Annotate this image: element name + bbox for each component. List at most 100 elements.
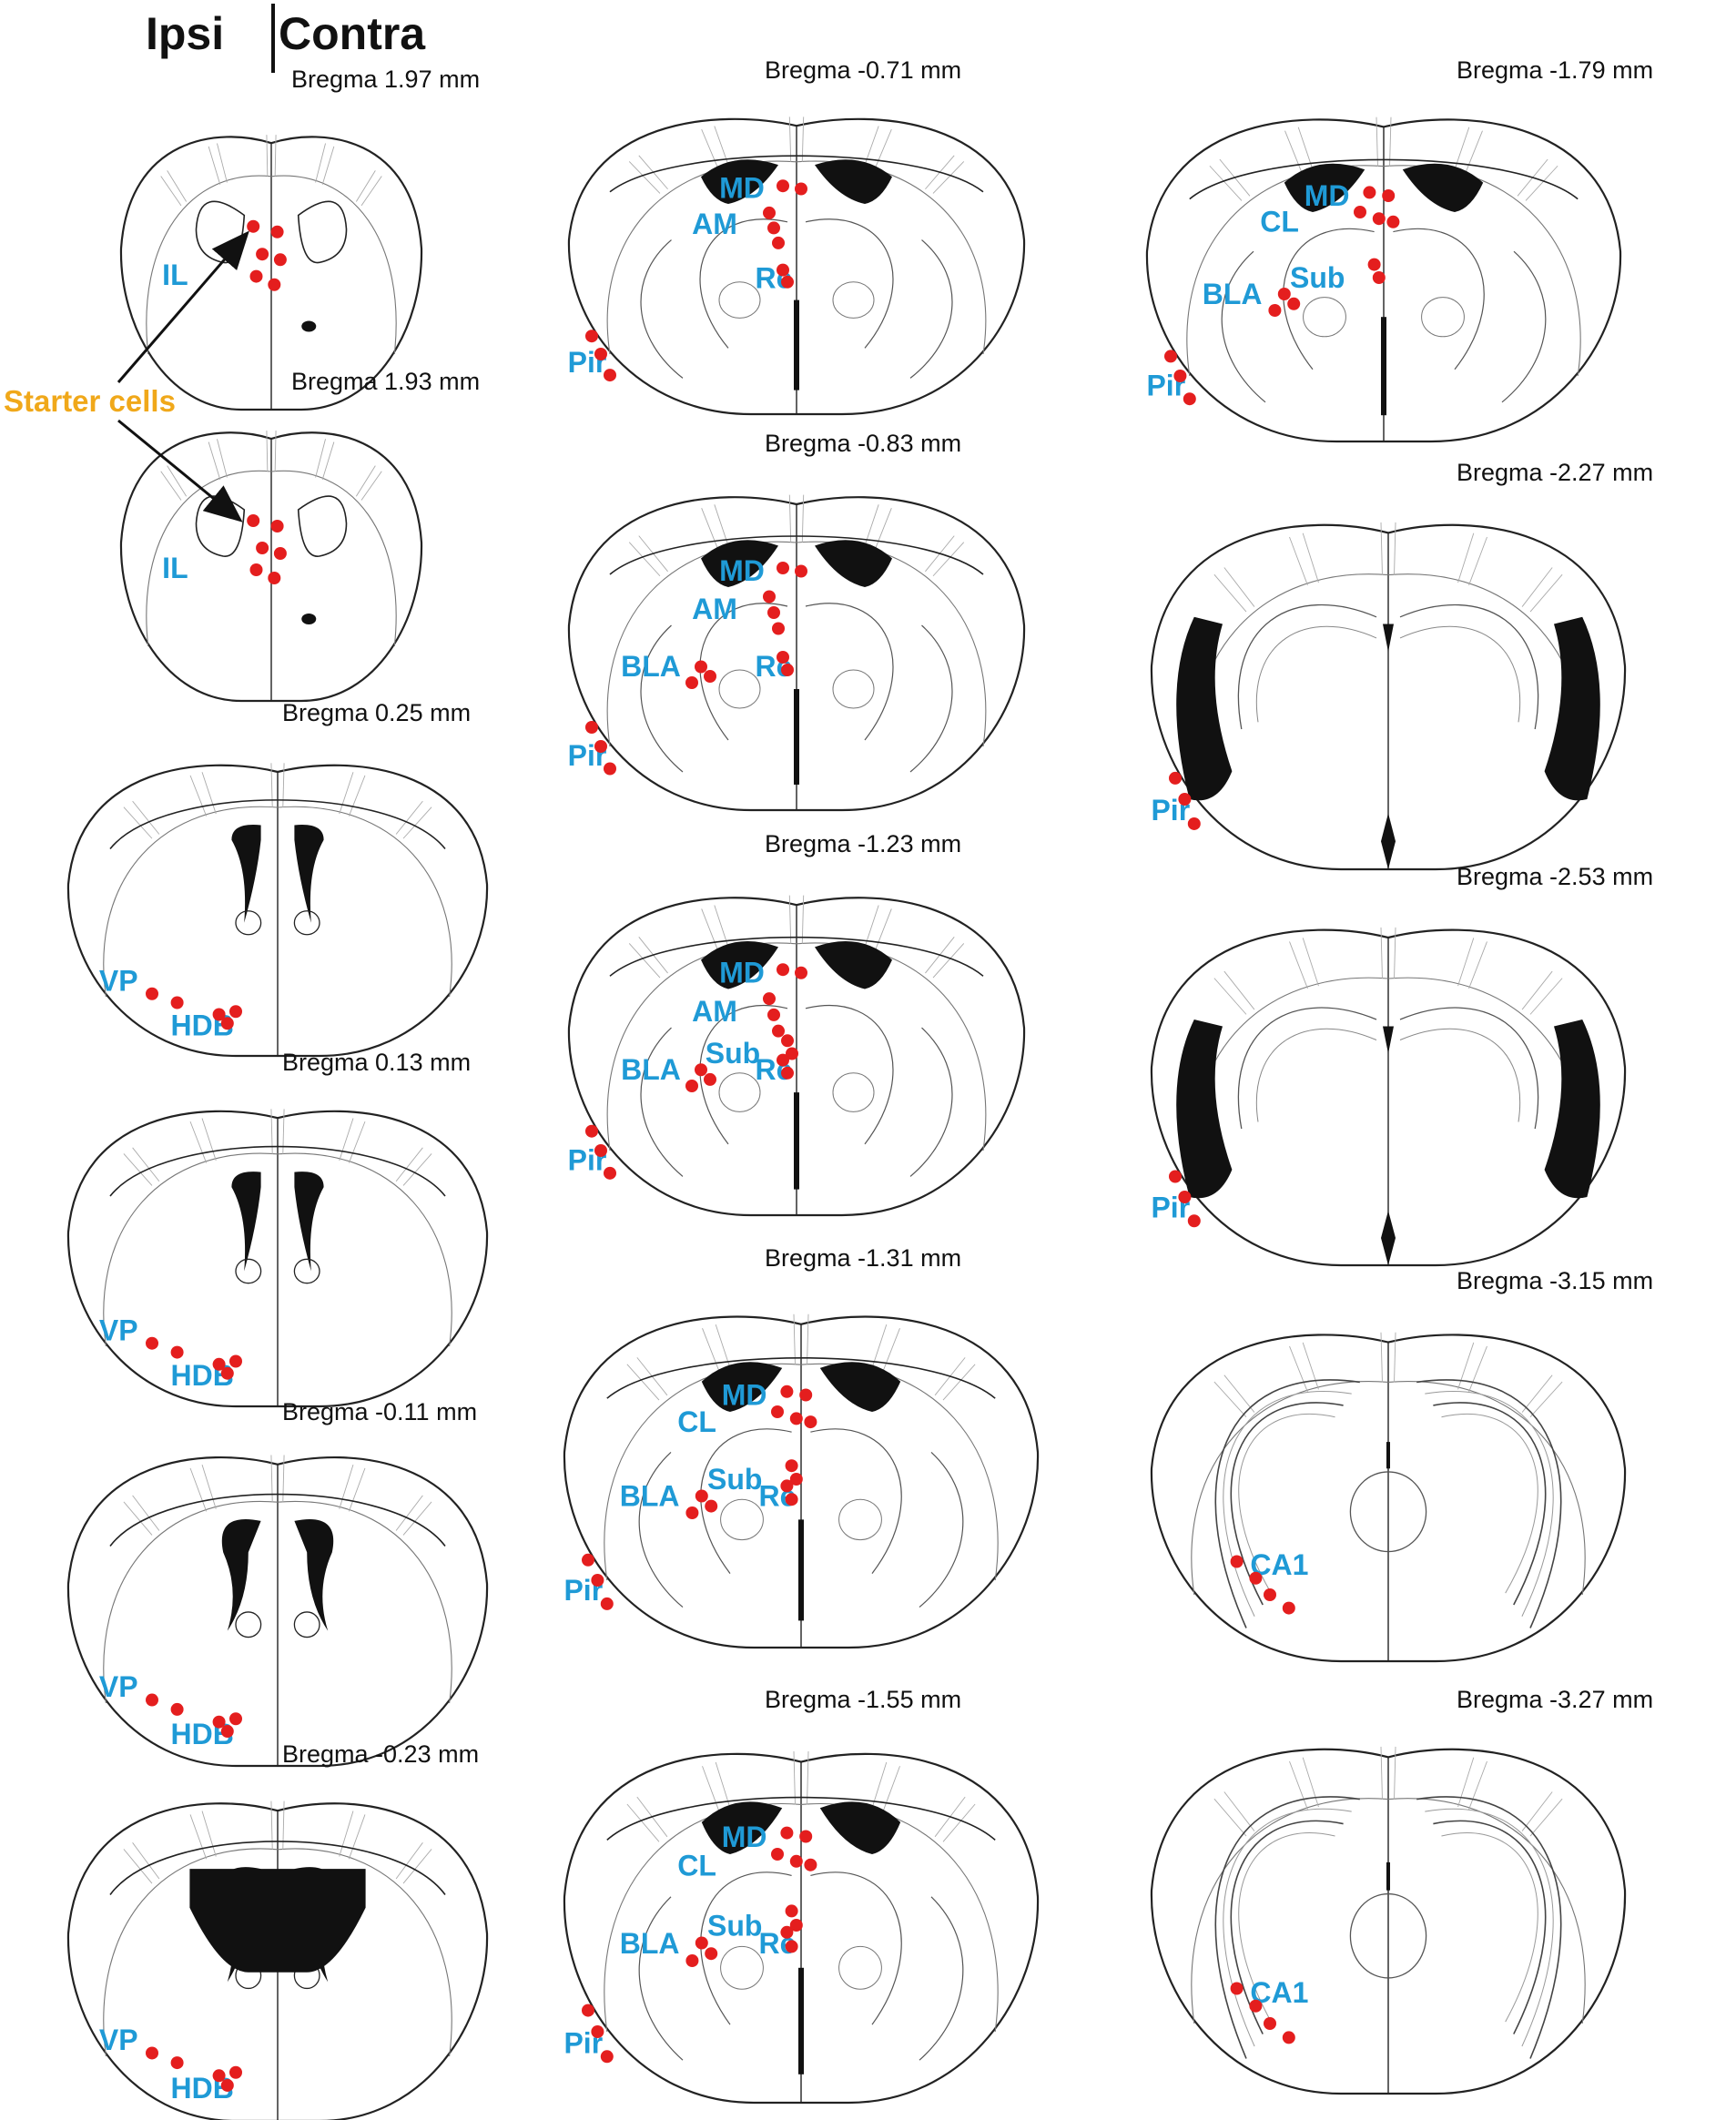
hippocampus-layer bbox=[1230, 1402, 1344, 1606]
lateral-ventricle bbox=[701, 1362, 783, 1413]
cortical-area-line bbox=[714, 126, 730, 169]
third-ventricle bbox=[798, 1967, 804, 2074]
header-contra: Contra bbox=[279, 8, 426, 59]
hippocampus-outline bbox=[1237, 1007, 1377, 1130]
cortical-area-line bbox=[1380, 522, 1383, 575]
cortical-area-line bbox=[315, 439, 326, 478]
region-label-cl: CL bbox=[1260, 206, 1299, 238]
cortical-area-line bbox=[189, 1467, 208, 1512]
labelled-cell-dot bbox=[582, 1553, 594, 1567]
cortical-area-line bbox=[942, 1803, 976, 1842]
cortical-area-line bbox=[339, 1464, 354, 1509]
labelled-cell-dot bbox=[220, 1017, 234, 1030]
labelled-cell-dot bbox=[1183, 392, 1196, 406]
region-label-am: AM bbox=[692, 593, 737, 625]
cortical-area-line bbox=[132, 1147, 160, 1182]
cortical-area-line bbox=[1521, 567, 1553, 607]
region-label-vp: VP bbox=[99, 965, 138, 998]
cortex-boundary bbox=[103, 1848, 452, 2057]
cortical-area-line bbox=[348, 1814, 366, 1860]
labelled-cell-dot bbox=[785, 1940, 798, 1953]
labelled-cell-dot bbox=[789, 1412, 803, 1425]
labelled-cell-dot bbox=[268, 278, 281, 291]
section-title: Bregma -0.23 mm bbox=[282, 1740, 479, 1768]
cortex-boundary bbox=[103, 1500, 452, 1704]
thalamus-boundary bbox=[810, 1428, 902, 1574]
hippocampus-layer bbox=[1416, 1796, 1562, 2059]
anterior-commissure bbox=[293, 1258, 320, 1284]
labelled-cell-dot bbox=[799, 1388, 813, 1402]
cortical-area-line bbox=[628, 943, 661, 979]
cortical-area-line bbox=[189, 775, 208, 817]
starter-arrow-2 bbox=[117, 419, 243, 522]
labelled-cell-dot bbox=[771, 1848, 784, 1861]
cortical-area-line bbox=[360, 471, 382, 501]
region-label-sub: Sub bbox=[706, 1037, 760, 1070]
labelled-cell-dot bbox=[763, 206, 776, 219]
region-label-md: MD bbox=[719, 956, 765, 989]
cortical-area-line bbox=[321, 441, 335, 480]
lateral-ventricle bbox=[815, 159, 892, 204]
cortical-area-line bbox=[1468, 941, 1487, 989]
cortical-area-line bbox=[1468, 536, 1487, 586]
hippocampus-layer bbox=[1441, 1832, 1538, 2023]
labelled-cell-dot bbox=[1367, 258, 1381, 271]
cortical-area-line bbox=[189, 1814, 208, 1860]
labelled-cell-dot bbox=[685, 1506, 699, 1519]
cortical-area-line bbox=[873, 908, 892, 954]
region-label-md: MD bbox=[719, 554, 765, 587]
labelled-cell-dot bbox=[585, 330, 598, 343]
cortical-area-line bbox=[873, 128, 892, 171]
labelled-cell-dot bbox=[795, 182, 807, 196]
lateral-ventricle bbox=[1176, 1019, 1233, 1199]
lateral-ventricle bbox=[294, 1518, 334, 1631]
cortical-area-line bbox=[1468, 1760, 1487, 1811]
cortical-area-line bbox=[1302, 938, 1319, 987]
labelled-cell-dot bbox=[772, 622, 785, 635]
labelled-cell-dot bbox=[1230, 1982, 1244, 1995]
cortical-area-line bbox=[201, 1811, 217, 1857]
cortical-area-line bbox=[701, 507, 720, 553]
section-title: Bregma -1.23 mm bbox=[765, 830, 961, 857]
cortical-area-line bbox=[402, 806, 432, 839]
section-title: Bregma -0.11 mm bbox=[282, 1398, 477, 1425]
labelled-cell-dot bbox=[795, 966, 807, 979]
labelled-cell-dot bbox=[585, 721, 598, 734]
labelled-cell-dot bbox=[777, 562, 789, 574]
cortical-area-line bbox=[881, 1328, 900, 1375]
labelled-cell-dot bbox=[256, 248, 269, 261]
labelled-cell-dot bbox=[1382, 189, 1396, 202]
labelled-cell-dot bbox=[777, 179, 789, 193]
labelled-cell-dot bbox=[1187, 817, 1201, 830]
cortical-area-line bbox=[1380, 927, 1383, 979]
region-label-cl: CL bbox=[677, 1405, 716, 1438]
lateral-ventricle bbox=[221, 1518, 261, 1631]
cortical-area-line bbox=[1302, 1342, 1319, 1390]
cortical-area-line bbox=[1213, 1381, 1247, 1418]
cortical-area-line bbox=[315, 143, 326, 183]
corpus-callosum bbox=[606, 1796, 996, 1841]
labelled-cell-dot bbox=[695, 1063, 707, 1077]
thalamus-boundary bbox=[699, 218, 788, 349]
cortical-area-line bbox=[321, 146, 335, 185]
hippocampus-layer bbox=[1433, 1402, 1547, 1606]
cortical-area-line bbox=[701, 908, 720, 954]
corpus-callosum bbox=[109, 799, 446, 850]
nucleus-outline bbox=[832, 281, 875, 319]
cortical-area-line bbox=[208, 146, 221, 185]
labelled-cell-dot bbox=[1173, 370, 1187, 382]
labelled-cell-dot bbox=[785, 1904, 798, 1918]
cortical-area-line bbox=[1521, 1791, 1553, 1831]
third-ventricle bbox=[1381, 317, 1386, 416]
labelled-cell-dot bbox=[763, 590, 776, 604]
labelled-cell-dot bbox=[695, 1489, 708, 1503]
cortical-area-line bbox=[714, 905, 730, 951]
labelled-cell-dot bbox=[270, 225, 284, 238]
labelled-cell-dot bbox=[685, 1954, 699, 1967]
region-label-sub: Sub bbox=[1290, 261, 1345, 294]
thalamus-boundary bbox=[810, 1871, 902, 2025]
vessel-mark bbox=[301, 614, 317, 624]
